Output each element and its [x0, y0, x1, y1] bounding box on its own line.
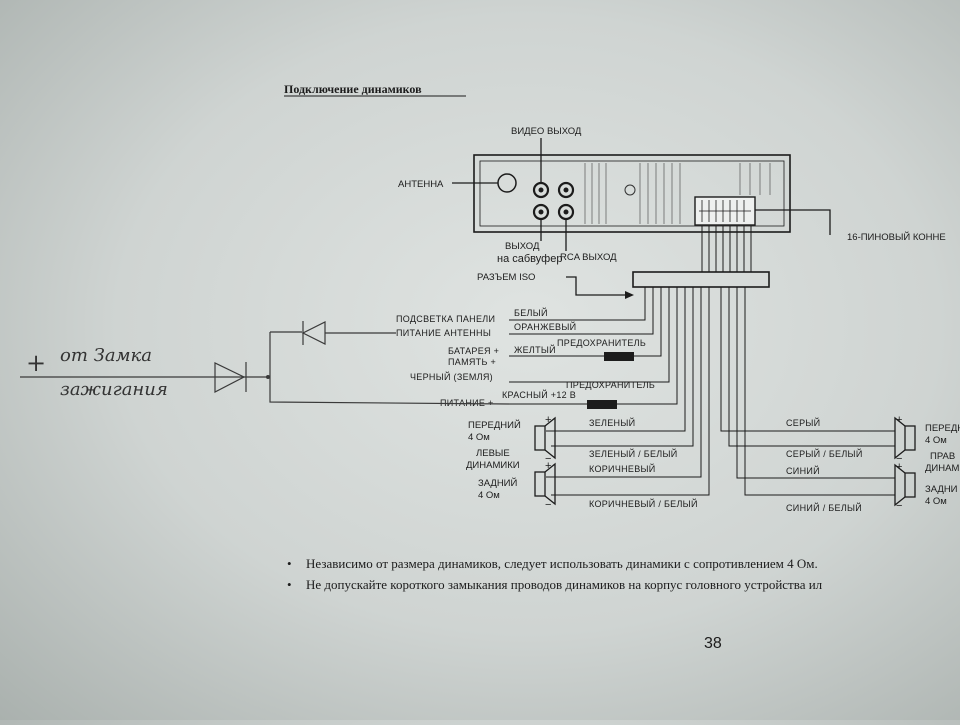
label-left-rear-2: 4 Ом: [478, 490, 500, 501]
left-front-speaker: [534, 416, 556, 460]
label-fuse-1: ПРЕДОХРАНИТЕЛЬ: [557, 338, 646, 348]
label-right-front-1: ПЕРЕДН: [925, 423, 960, 434]
label-brown: КОРИЧНЕВЫЙ: [589, 463, 656, 474]
polarity-minus-rr: −: [896, 500, 902, 512]
handwritten-line1: от Замка: [60, 345, 152, 366]
label-battery-1: БАТАРЕЯ +: [448, 346, 499, 356]
label-16pin-connector: 16-ПИНОВЫЙ КОННЕ: [847, 231, 946, 243]
label-green-white: ЗЕЛЕНЫЙ / БЕЛЫЙ: [589, 448, 678, 459]
label-sub-out-2: на сабвуфер: [497, 253, 562, 265]
right-front-speaker: [894, 416, 916, 460]
label-antenna: АНТЕННА: [398, 179, 444, 190]
right-rear-speaker: [894, 463, 916, 507]
label-red: КРАСНЫЙ +12 В: [502, 389, 576, 400]
label-right-group-1: ПРАВ: [930, 451, 955, 462]
polarity-minus-lf: −: [545, 453, 551, 465]
note-2: Не допускайте короткого замыкания провод…: [306, 577, 823, 592]
page-number: 38: [704, 635, 722, 652]
label-brown-white: КОРИЧНЕВЫЙ / БЕЛЫЙ: [589, 498, 698, 509]
label-iso: РАЗЪЕМ ISO: [477, 272, 535, 283]
antenna-socket: [497, 173, 517, 193]
label-left-front-1: ПЕРЕДНИЙ: [468, 419, 521, 431]
label-left-group-2: ДИНАМИКИ: [466, 460, 520, 471]
label-orange: ОРАНЖЕВЫЙ: [514, 321, 576, 332]
label-sub-out-1: ВЫХОД: [505, 241, 540, 252]
bullet-2: •: [287, 577, 292, 592]
polarity-minus-rf: −: [896, 453, 902, 465]
label-battery-2: ПАМЯТЬ +: [448, 357, 496, 367]
label-right-group-2: ДИНАМ: [925, 463, 959, 474]
note-1: Независимо от размера динамиков, следует…: [306, 556, 818, 571]
label-white: БЕЛЫЙ: [514, 307, 548, 318]
wire-harness: [701, 226, 752, 272]
page-title: Подключение динамиков: [284, 82, 422, 96]
polarity-plus-lr: +: [545, 460, 551, 472]
handwritten-modification: [20, 321, 510, 405]
label-rca-out: RCA ВЫХОД: [560, 252, 617, 263]
left-rear-speaker: [534, 462, 556, 506]
label-green: ЗЕЛЕНЫЙ: [589, 417, 635, 428]
label-panel-light: ПОДСВЕТКА ПАНЕЛИ: [396, 314, 495, 324]
label-left-group-1: ЛЕВЫЕ: [476, 448, 510, 459]
polarity-minus-lr: −: [545, 499, 551, 511]
label-yellow: ЖЕЛТЫЙ: [514, 344, 556, 355]
label-power: ПИТАНИЕ +: [440, 398, 494, 408]
label-antenna-power: ПИТАНИЕ АНТЕННЫ: [396, 328, 491, 338]
fuse-1: [604, 352, 634, 361]
label-blue-white: СИНИЙ / БЕЛЫЙ: [786, 502, 862, 513]
label-fuse-2: ПРЕДОХРАНИТЕЛЬ: [566, 380, 655, 390]
label-left-front-2: 4 Ом: [468, 432, 490, 443]
iso-connector: [632, 271, 770, 288]
power-wires: [509, 287, 895, 496]
bullet-1: •: [287, 556, 292, 571]
polarity-plus-lf: +: [545, 414, 551, 426]
label-right-rear-2: 4 Ом: [925, 496, 947, 507]
label-ground: ЧЕРНЫЙ (ЗЕМЛЯ): [410, 371, 493, 382]
polarity-plus-rf: +: [896, 414, 902, 426]
label-video-out: ВИДЕО ВЫХОД: [511, 126, 582, 137]
label-blue: СИНИЙ: [786, 465, 820, 476]
handwritten-plus: +: [26, 349, 46, 377]
label-left-rear-1: ЗАДНИЙ: [478, 477, 518, 489]
label-gray-white: СЕРЫЙ / БЕЛЫЙ: [786, 448, 863, 459]
polarity-plus-rr: +: [896, 461, 902, 473]
fuse-2: [587, 400, 617, 409]
label-right-front-2: 4 Ом: [925, 435, 947, 446]
label-gray: СЕРЫЙ: [786, 417, 820, 428]
handwritten-line2: зажигания: [60, 379, 168, 400]
head-unit: [473, 154, 791, 233]
label-right-rear-1: ЗАДНИ: [925, 484, 958, 495]
rca-jack-1: [557, 181, 575, 199]
